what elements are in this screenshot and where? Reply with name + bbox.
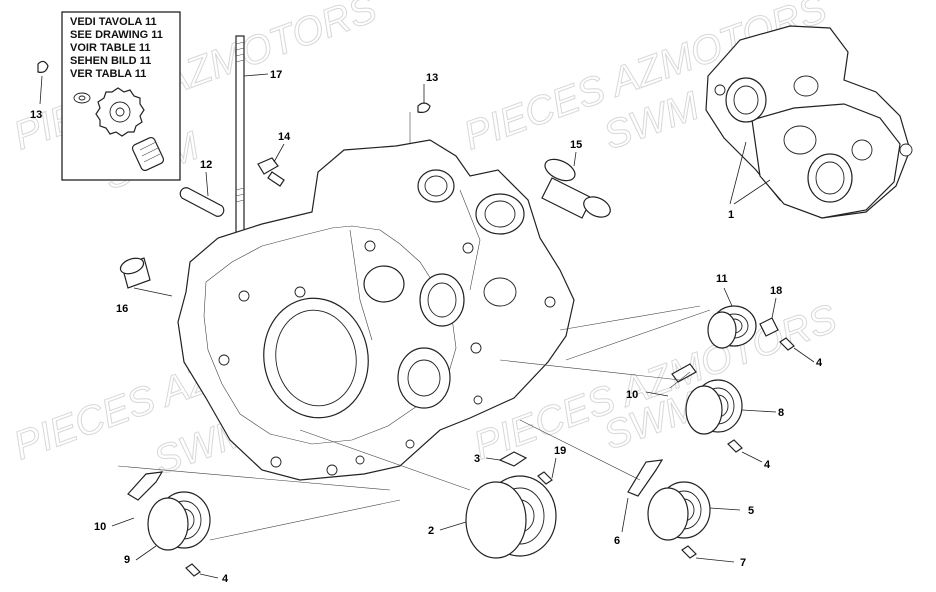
assembled-crankcase-drawing [705, 25, 913, 219]
reference-line-1: VEDI TAVOLA 11 [70, 16, 157, 28]
callout-17: 17 [270, 69, 282, 81]
bushing-15-drawing [541, 151, 611, 219]
callout-1: 1 [728, 209, 734, 221]
callout-10-left: 10 [94, 521, 106, 533]
bearing-9-drawing [111, 465, 401, 561]
reference-line-4: SEHEN BILD 11 [70, 55, 151, 67]
bearing-5-drawing [519, 419, 741, 541]
sprocket-gear-drawing [73, 87, 165, 172]
reference-box: VEDI TAVOLA 11 SEE DRAWING 11 VOIR TABLE… [61, 11, 181, 181]
reference-line-2: SEE DRAWING 11 [70, 29, 163, 41]
screw-4-upper-drawing [779, 337, 815, 363]
callout-15: 15 [570, 139, 582, 151]
bearing-11-drawing [559, 287, 757, 361]
dowel-pin-12-drawing [179, 171, 225, 217]
clip-13-left [37, 60, 49, 105]
callout-18: 18 [770, 285, 782, 297]
callout-9: 9 [124, 554, 130, 566]
callout-14: 14 [278, 131, 291, 143]
callout-11: 11 [716, 273, 728, 285]
callout-4-lower: 4 [222, 573, 229, 585]
sensor-14-drawing [257, 143, 285, 187]
callout-12: 12 [200, 159, 212, 171]
screw-4-middle-drawing [727, 439, 763, 463]
bracket-18-drawing [759, 297, 779, 337]
callout-16: 16 [116, 303, 128, 315]
crankcase-half-drawing [177, 139, 575, 481]
callout-10-right: 10 [626, 389, 638, 401]
callout-13-center: 13 [426, 72, 438, 84]
callout-3: 3 [474, 453, 480, 465]
callout-4-middle: 4 [764, 459, 771, 471]
reference-line-5: VER TABLA 11 [70, 68, 146, 80]
callout-5: 5 [748, 505, 754, 517]
callout-4-upper: 4 [816, 357, 823, 369]
plate-3-drawing [485, 451, 528, 467]
bushing-16-drawing [119, 257, 173, 297]
callout-7: 7 [740, 557, 746, 569]
callout-6: 6 [614, 535, 620, 547]
screw-4-lower-drawing [185, 563, 219, 579]
callout-8: 8 [778, 407, 784, 419]
bearing-8-drawing [499, 359, 777, 435]
callout-labels: 13 17 13 14 12 15 1 16 11 18 4 10 8 4 3 … [30, 69, 823, 585]
callout-19: 19 [554, 445, 566, 457]
reference-line-3: VOIR TABLE 11 [70, 42, 150, 54]
bearing-2-drawing [299, 429, 557, 559]
screw-19-drawing [537, 457, 557, 485]
callout-2: 2 [428, 525, 434, 537]
callout-13-left: 13 [30, 109, 42, 121]
screw-7-drawing [681, 545, 735, 563]
